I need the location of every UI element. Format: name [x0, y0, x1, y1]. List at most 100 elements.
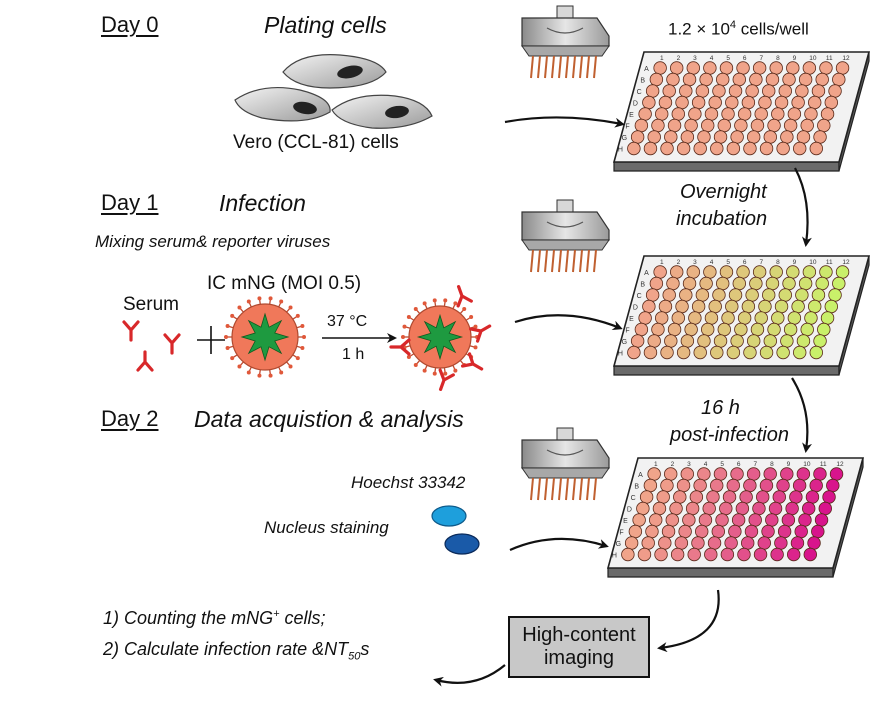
plate-column-label: 9	[787, 461, 791, 468]
plate-column-label: 12	[842, 55, 850, 62]
plate-well	[782, 72, 796, 87]
plate-column-label: 9	[793, 259, 797, 266]
plate-column-label: 8	[770, 461, 774, 468]
plate-well	[725, 299, 739, 314]
antibody-icon	[122, 320, 140, 342]
plate-well	[667, 322, 682, 337]
plate-well	[688, 107, 702, 121]
plate-well	[752, 501, 766, 516]
plate-row-label: E	[629, 112, 634, 119]
plate-well	[676, 141, 691, 156]
plate-well	[759, 478, 774, 493]
plate-well	[695, 84, 710, 98]
plate-well	[643, 141, 658, 156]
plate-well	[805, 490, 820, 504]
plate-well	[728, 288, 743, 302]
plate-column-label: 5	[720, 461, 724, 468]
plate-column-label: 1	[660, 259, 664, 266]
plate-well	[780, 130, 794, 144]
plate-well	[702, 501, 716, 516]
plate-well	[763, 334, 777, 348]
plate-well	[809, 478, 823, 493]
plate-well	[719, 61, 734, 75]
plate-row-label: B	[640, 78, 645, 85]
plate-well	[665, 513, 679, 527]
plate-well	[826, 478, 840, 493]
plate-row-label: G	[622, 339, 627, 346]
plate-well	[628, 524, 643, 539]
plate-well	[687, 547, 701, 562]
plate-well	[808, 95, 822, 110]
plate-well	[809, 141, 823, 156]
plate-well	[758, 95, 772, 110]
plate-column-label: 7	[760, 259, 764, 266]
plate-well	[739, 490, 753, 504]
plate-well	[660, 345, 674, 360]
plate-well	[785, 501, 799, 516]
plate-column-label: 2	[677, 55, 681, 62]
plate-well	[706, 490, 720, 504]
plate-column-label: 10	[809, 55, 817, 62]
plate-well	[713, 334, 728, 348]
plate-well	[674, 536, 689, 550]
antibody-icon	[456, 285, 473, 308]
plate-well	[641, 536, 655, 550]
plate-column-label: 2	[671, 461, 675, 468]
reporter-virus-illustration	[224, 296, 306, 378]
plate-well	[828, 288, 842, 302]
plate-well	[798, 72, 813, 87]
virus-label: IC mNG (MOI 0.5)	[207, 273, 362, 294]
analysis-step2-sub: 50	[348, 650, 361, 663]
day2-label: Day 2	[101, 406, 159, 431]
plate-well	[734, 118, 748, 133]
plate-well	[763, 130, 777, 144]
plate-well	[697, 467, 711, 481]
plate-well	[737, 547, 751, 562]
plate-well	[787, 547, 801, 562]
plate-well	[704, 107, 719, 121]
plate-well	[719, 265, 734, 279]
analysis-step2-suffix: s	[360, 639, 370, 659]
plate-well	[676, 345, 691, 360]
plate-well	[815, 72, 829, 87]
plate-well	[632, 513, 646, 527]
plate-well	[835, 61, 850, 75]
plate-well	[721, 311, 735, 325]
plate-row-label: H	[618, 351, 623, 358]
plate-well	[789, 490, 803, 504]
plate-well	[691, 299, 706, 314]
plate-well	[796, 334, 811, 348]
plate-row-label: G	[622, 135, 627, 142]
plate-column-label: 10	[803, 461, 811, 468]
plate-well	[670, 61, 684, 75]
plate-column-label: 8	[776, 259, 780, 266]
plate-well	[734, 322, 748, 337]
plate-column-label: 3	[687, 461, 691, 468]
plate-well	[813, 130, 827, 144]
antibody-icon	[460, 352, 484, 371]
plate-well	[787, 311, 802, 325]
hoechst-label: Hoechst 33342	[351, 473, 466, 492]
plate-well	[695, 524, 709, 539]
plate-well	[730, 334, 744, 348]
plate-well	[669, 501, 683, 516]
plate-well	[624, 536, 639, 550]
plate-row-label: A	[644, 66, 649, 73]
plate-well	[768, 501, 783, 516]
plate-well	[671, 311, 685, 325]
plate-well	[679, 84, 693, 98]
plate-well	[645, 524, 659, 539]
plate-well	[803, 547, 817, 562]
plate-well	[642, 299, 656, 314]
plate-well	[791, 95, 805, 110]
analysis-step2-text: 2) Calculate infection rate &NT	[103, 639, 349, 659]
plate-well	[762, 288, 776, 302]
plate-well	[793, 141, 807, 156]
plate-well	[752, 61, 767, 75]
plate-well	[819, 61, 833, 75]
plate-well	[765, 513, 779, 527]
plate-row-label: D	[633, 101, 638, 108]
plate-row-label: F	[625, 328, 629, 335]
plate-column-label: 12	[836, 461, 844, 468]
plate-well	[754, 107, 768, 121]
